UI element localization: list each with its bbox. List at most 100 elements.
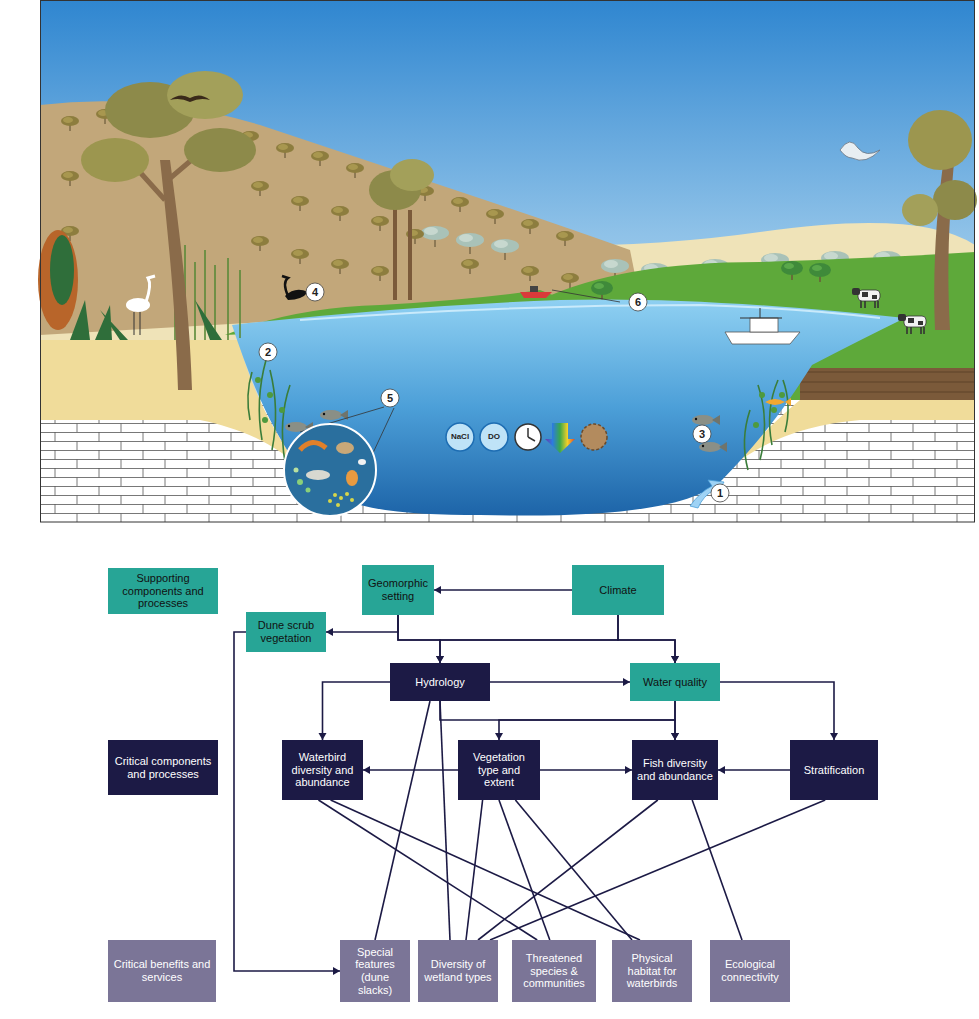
component-box: Waterbird diversity and abundance <box>282 740 363 800</box>
connector-line <box>618 615 675 663</box>
connector <box>495 701 675 740</box>
box-text: Fish diversity and abundance <box>636 757 714 782</box>
connector <box>540 766 632 774</box>
callout-number: 3 <box>699 429 705 440</box>
connector-line <box>398 615 675 663</box>
benefit-box: Diversity of wetland types <box>418 940 498 1002</box>
connector <box>466 800 483 940</box>
connector-line <box>490 800 825 940</box>
arrow-head <box>326 628 333 636</box>
arrow-head <box>718 766 725 774</box>
arrow-head <box>333 967 340 975</box>
connector <box>478 800 658 940</box>
component-box: Dune scrub vegetation <box>246 612 326 652</box>
connector <box>692 800 742 940</box>
connector-line <box>720 682 834 740</box>
connector <box>490 800 825 940</box>
connector-line <box>363 769 458 771</box>
connector <box>326 615 398 636</box>
arrow-head <box>625 766 632 774</box>
connector <box>440 701 450 940</box>
arrow-head <box>671 656 679 663</box>
connector-line <box>326 615 398 632</box>
connector-line <box>398 615 440 663</box>
component-box: Fish diversity and abundance <box>632 740 718 800</box>
arrow-head <box>434 586 441 594</box>
box-text: Critical components and processes <box>112 755 214 780</box>
arrow-head <box>671 733 679 740</box>
component-box: Geomorphic setting <box>362 565 434 615</box>
connector-line <box>434 589 572 591</box>
callout-number: 6 <box>635 297 641 308</box>
arrow-head <box>671 656 679 663</box>
box-text: Waterbird diversity and abundance <box>286 751 359 789</box>
component-box: Stratification <box>790 740 878 800</box>
symbol-label: NaCl <box>451 433 469 441</box>
callout-number: 1 <box>717 488 723 499</box>
arrow-head <box>495 733 503 740</box>
callout-number: 2 <box>265 347 271 358</box>
box-text: Special features (dune slacks) <box>344 946 406 997</box>
connector-line <box>540 769 632 771</box>
component-box: Vegetation type and extent <box>458 740 540 800</box>
box-text: Stratification <box>794 764 874 777</box>
connector <box>720 682 838 740</box>
box-text: Diversity of wetland types <box>422 958 494 983</box>
arrow-head <box>436 656 444 663</box>
arrow-head <box>623 678 630 686</box>
category-label: Critical benefits and services <box>108 940 216 1002</box>
connector-line <box>466 800 483 940</box>
box-text: Supporting components and processes <box>112 572 214 610</box>
connector-line <box>234 632 340 971</box>
connector-line <box>323 682 391 740</box>
connector-line <box>478 800 658 940</box>
benefit-box: Threatened species & communities <box>512 940 596 1002</box>
box-text: Threatened species & communities <box>516 952 592 990</box>
connector <box>618 615 679 663</box>
arrow-head <box>671 733 679 740</box>
component-box: Climate <box>572 565 664 615</box>
connector <box>440 701 679 740</box>
connector <box>375 701 430 940</box>
connector <box>490 678 630 686</box>
callout-number: 5 <box>387 393 393 404</box>
component-box: Hydrology <box>390 663 490 701</box>
connector <box>718 766 790 774</box>
callout-number: 4 <box>312 287 318 298</box>
connector-line <box>515 800 632 940</box>
component-box: Water quality <box>630 663 720 701</box>
box-text: Physical habitat for waterbirds <box>616 952 688 990</box>
connector-line <box>692 800 742 940</box>
connector-line <box>490 681 630 683</box>
box-text: Water quality <box>634 676 716 689</box>
box-text: Ecological connectivity <box>714 958 786 983</box>
box-text: Dune scrub vegetation <box>250 619 322 644</box>
connector-line <box>331 800 640 940</box>
connector-line <box>375 701 430 940</box>
connector-line <box>440 701 675 740</box>
arrow-head <box>319 733 327 740</box>
connector <box>436 615 618 663</box>
benefit-box: Special features (dune slacks) <box>340 940 410 1002</box>
box-text: Hydrology <box>394 676 486 689</box>
arrow-head <box>363 766 370 774</box>
connector <box>398 615 444 663</box>
connector <box>434 586 572 594</box>
benefit-box: Physical habitat for waterbirds <box>612 940 692 1002</box>
category-label: Supporting components and processes <box>108 568 218 614</box>
connector-line <box>499 701 675 740</box>
box-text: Vegetation type and extent <box>462 751 536 789</box>
connector <box>515 800 632 940</box>
box-text: Climate <box>576 584 660 597</box>
box-text: Geomorphic setting <box>366 577 430 602</box>
benefit-box: Ecological connectivity <box>710 940 790 1002</box>
arrow-head <box>436 656 444 663</box>
connector <box>671 701 679 740</box>
box-text: Critical benefits and services <box>112 958 212 983</box>
connector-line <box>718 769 790 771</box>
category-label: Critical components and processes <box>108 740 218 795</box>
connector-line <box>440 701 450 940</box>
